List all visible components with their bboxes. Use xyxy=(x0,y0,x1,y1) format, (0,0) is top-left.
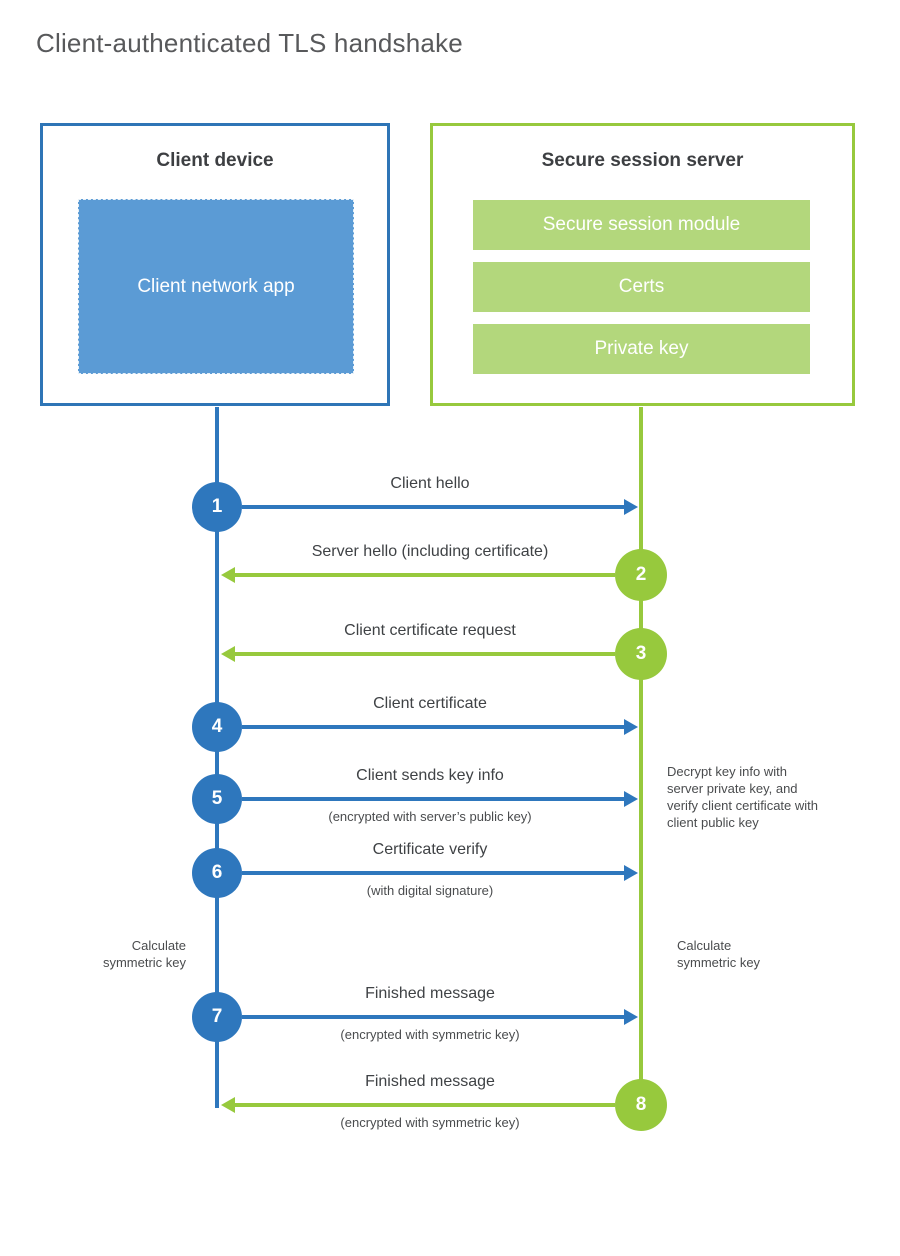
server-module-secure-session: Secure session module xyxy=(473,200,810,250)
step-4-circle: 4 xyxy=(192,702,242,752)
client-network-app-label: Client network app xyxy=(137,275,295,297)
step-7-sublabel: (encrypted with symmetric key) xyxy=(340,1027,520,1042)
step-2-arrow-left xyxy=(221,567,615,583)
step-6-circle: 6 xyxy=(192,848,242,898)
decrypt-note: Decrypt key info with server private key… xyxy=(667,764,818,831)
step-3-arrow-left xyxy=(221,646,615,662)
step-8-circle: 8 xyxy=(615,1079,667,1131)
step-1-label: Client hello xyxy=(390,475,470,492)
step-5-circle: 5 xyxy=(192,774,242,824)
step-8-arrow-left xyxy=(221,1097,615,1113)
server-module-private-key: Private key xyxy=(473,324,810,374)
step-1-circle: 1 xyxy=(192,482,242,532)
step-7-circle: 7 xyxy=(192,992,242,1042)
step-5-sublabel: (encrypted with server’s public key) xyxy=(328,809,532,824)
step-3-label: Client certificate request xyxy=(344,622,516,639)
server-module-certs: Certs xyxy=(473,262,810,312)
client-device-title: Client device xyxy=(156,150,274,171)
step-1-arrow-right xyxy=(242,499,638,515)
client-network-app-box: Client network app xyxy=(78,199,354,374)
client-lifeline xyxy=(215,407,219,1108)
step-6-label: Certificate verify xyxy=(372,841,488,858)
step-6-sublabel: (with digital signature) xyxy=(366,883,494,898)
calculate-symmetric-key-right: Calculate symmetric key xyxy=(677,938,761,971)
step-5-arrow-right xyxy=(242,791,638,807)
step-7-arrow-right xyxy=(242,1009,638,1025)
step-2-circle: 2 xyxy=(615,549,667,601)
step-7-label: Finished message xyxy=(365,985,495,1002)
step-8-label: Finished message xyxy=(365,1073,495,1090)
step-3-circle: 3 xyxy=(615,628,667,680)
step-4-arrow-right xyxy=(242,719,638,735)
step-6-arrow-right xyxy=(242,865,638,881)
step-8-sublabel: (encrypted with symmetric key) xyxy=(340,1115,520,1130)
step-4-label: Client certificate xyxy=(373,695,487,712)
step-5-label: Client sends key info xyxy=(356,767,504,784)
step-2-label: Server hello (including certificate) xyxy=(311,543,549,560)
page-title: Client-authenticated TLS handshake xyxy=(36,28,463,58)
secure-session-server-title: Secure session server xyxy=(541,150,744,171)
server-lifeline xyxy=(639,407,643,1107)
calculate-symmetric-key-left: Calculate symmetric key xyxy=(102,938,186,971)
